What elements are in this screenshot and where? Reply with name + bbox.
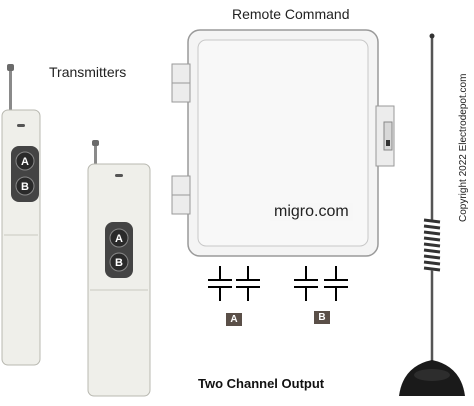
transmitter-2-button-b: B xyxy=(115,257,123,269)
antenna xyxy=(399,33,465,396)
transmitter-1: A B xyxy=(1,64,41,366)
remote-command-title: Remote Command xyxy=(232,6,350,22)
transmitter-2-button-a: A xyxy=(115,233,123,245)
copyright-text: Copyright 2022 Electrodepot.com xyxy=(458,73,469,222)
transmitters-title: Transmitters xyxy=(49,64,127,80)
channel-b-tag: B xyxy=(314,311,330,324)
transmitter-2: A B xyxy=(87,140,151,397)
enclosure-brand-label: migro.com xyxy=(270,203,353,221)
output-contacts xyxy=(208,266,348,301)
output-caption: Two Channel Output xyxy=(198,376,325,391)
receiver-enclosure xyxy=(171,29,395,257)
transmitter-1-button-a: A xyxy=(21,156,29,168)
transmitter-1-button-b: B xyxy=(21,181,29,193)
channel-a-tag: A xyxy=(226,313,242,326)
